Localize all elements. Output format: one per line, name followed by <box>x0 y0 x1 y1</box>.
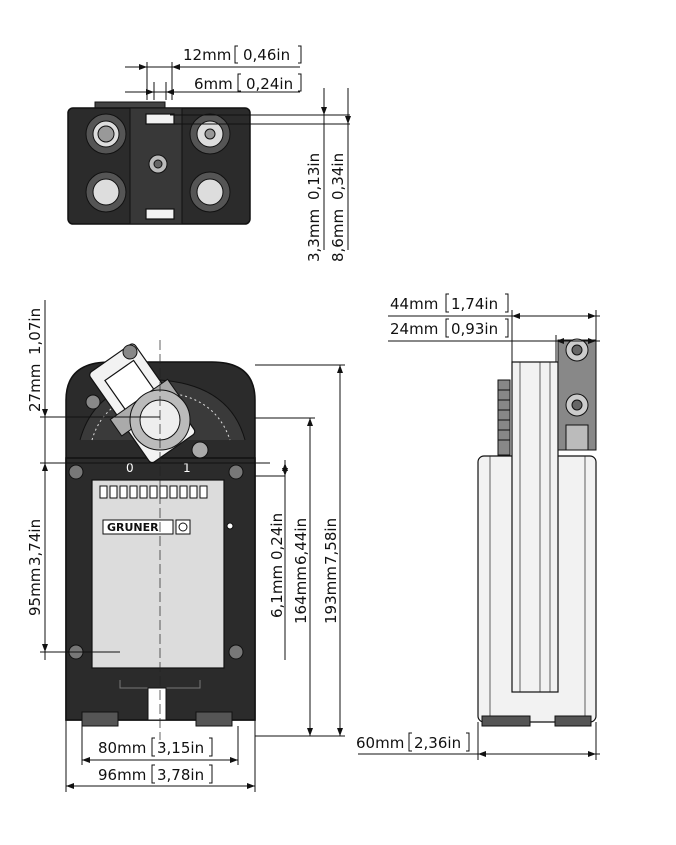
angle-indicator <box>99 485 208 499</box>
cable-gland-icon <box>189 171 231 213</box>
release-button-icon <box>191 441 209 459</box>
dim-12mm-inch: 0,46in <box>243 46 290 64</box>
dim-164mm-label: 164mm <box>292 566 310 624</box>
dim-27mm-inch: 1,07in <box>26 308 44 355</box>
mounting-hole-icon <box>228 464 244 480</box>
dim-24mm-inch: 0,93in <box>451 320 498 338</box>
dim-193mm-label: 193mm <box>322 566 340 624</box>
mounting-hole-icon <box>228 644 244 660</box>
dim-3-3mm-label: 3,3mm <box>305 209 323 262</box>
scale-min-label: 0 <box>126 461 134 475</box>
scale-max-label: 1 <box>183 461 191 475</box>
logo-mark-icon <box>175 519 191 535</box>
side-view: 44mm 1,74in 24mm 0,93in 60mm 2,36in <box>356 293 600 760</box>
cable-gland-icon <box>189 113 231 155</box>
bolt-icon <box>122 344 138 360</box>
dim-6-1mm-inch: 0,24in <box>268 513 286 560</box>
cable-gland-icon <box>85 171 127 213</box>
brand-logo: GRUNER <box>107 521 159 534</box>
dim-80mm-inch: 3,15in <box>157 739 204 757</box>
dim-8-6mm-label: 8,6mm <box>329 209 347 262</box>
dim-24mm-label: 24mm <box>390 320 438 338</box>
dim-96mm-label: 96mm <box>98 766 146 784</box>
dim-6mm-inch: 0,24in <box>246 75 293 93</box>
dim-3-3mm-inch: 0,13in <box>305 153 323 200</box>
dim-80mm-label: 80mm <box>98 739 146 757</box>
dim-44mm-inch: 1,74in <box>451 295 498 313</box>
bolt-icon <box>85 394 101 410</box>
dim-60mm-inch: 2,36in <box>414 734 461 752</box>
dim-95mm-label: 95mm <box>26 568 44 616</box>
dim-44mm-label: 44mm <box>390 295 438 313</box>
dim-6-1mm-label: 6,1mm <box>268 565 286 618</box>
dim-6mm-label: 6mm <box>194 75 233 93</box>
dim-60mm-label: 60mm <box>356 734 404 752</box>
dim-12mm-label: 12mm <box>183 46 231 64</box>
gear-rack <box>497 379 511 456</box>
dim-27mm-label: 27mm <box>26 364 44 412</box>
dim-96mm-inch: 3,78in <box>157 766 204 784</box>
dim-164mm-inch: 6,44in <box>292 518 310 565</box>
top-view: 12mm 0,46in 6mm 0,24in <box>67 45 351 262</box>
cable-gland-icon <box>85 113 127 155</box>
dim-193mm-inch: 7,58in <box>322 518 340 565</box>
dim-8-6mm-inch: 0,34in <box>329 153 347 200</box>
front-view: 0 1 GRUNER <box>26 300 345 792</box>
dim-95mm-inch: 3,74in <box>26 519 44 566</box>
mounting-hole-icon <box>68 464 84 480</box>
